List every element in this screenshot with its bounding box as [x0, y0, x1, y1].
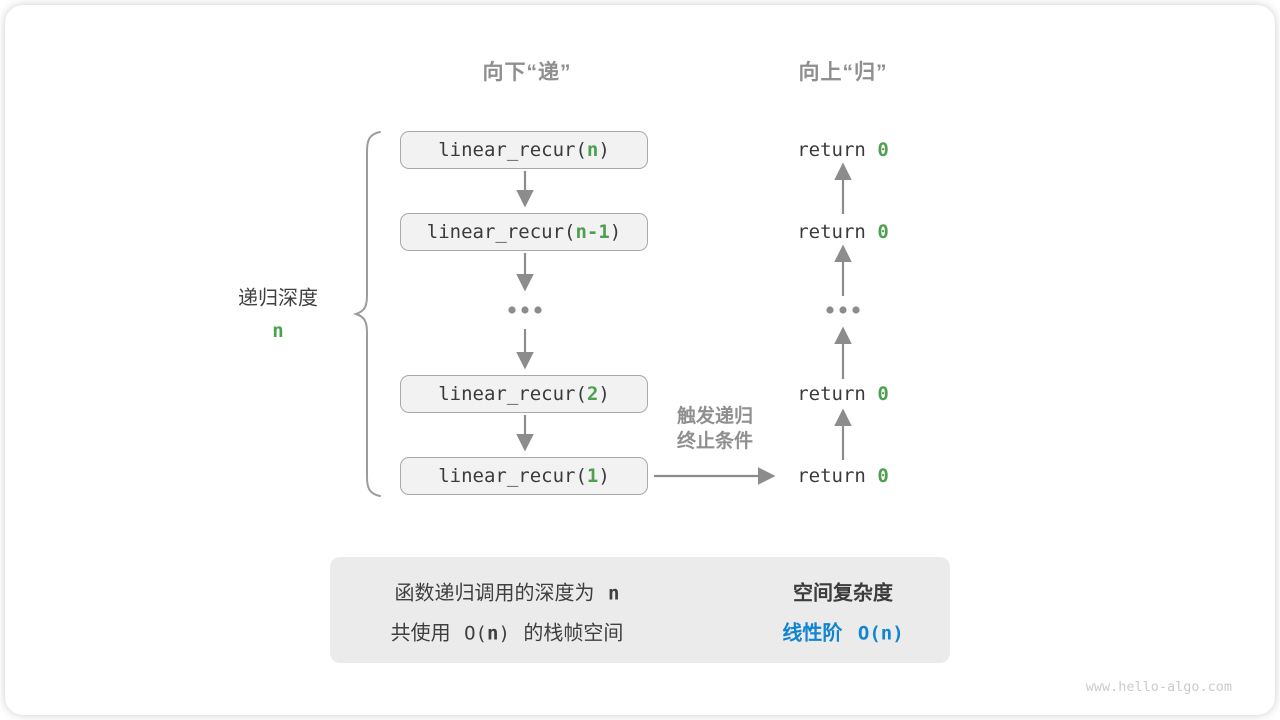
recursion-depth-label: 递归深度 [238, 287, 318, 310]
base-case-note-line2: 终止条件 [676, 431, 754, 452]
return-statement: return 0 [797, 465, 889, 487]
summary-space-line: 共使用 O(n) 的栈帧空间 [390, 622, 624, 645]
call-text: linear_recur(2) [438, 383, 610, 405]
call-box-1: linear_recur(1) [400, 457, 648, 495]
call-box-n: linear_recur(n) [400, 131, 648, 169]
call-box-n-1: linear_recur(n-1) [400, 213, 648, 251]
descend-column-header: 向下“递” [482, 61, 572, 84]
summary-depth-line: 函数递归调用的深度为 n [394, 582, 620, 605]
return-statement: return 0 [797, 383, 889, 405]
space-complexity-title: 空间复杂度 [793, 582, 893, 605]
space-complexity-value: 线性阶 O(n) [782, 622, 904, 645]
watermark: www.hello-algo.com [1085, 679, 1232, 695]
summary-box [330, 557, 950, 663]
ascend-column-header: 向上“归” [798, 61, 888, 84]
call-box-2: linear_recur(2) [400, 375, 648, 413]
return-statement: return 0 [797, 221, 889, 243]
recursion-depth-value: n [272, 320, 284, 342]
base-case-note: 触发递归 终止条件 [677, 404, 753, 454]
summary-depth-value: n [608, 582, 620, 605]
call-text: linear_recur(n) [438, 139, 610, 161]
return-statement: return 0 [797, 139, 889, 161]
base-case-note-line1: 触发递归 [676, 406, 754, 427]
call-text: linear_recur(1) [438, 465, 610, 487]
call-text: linear_recur(n-1) [426, 221, 622, 243]
